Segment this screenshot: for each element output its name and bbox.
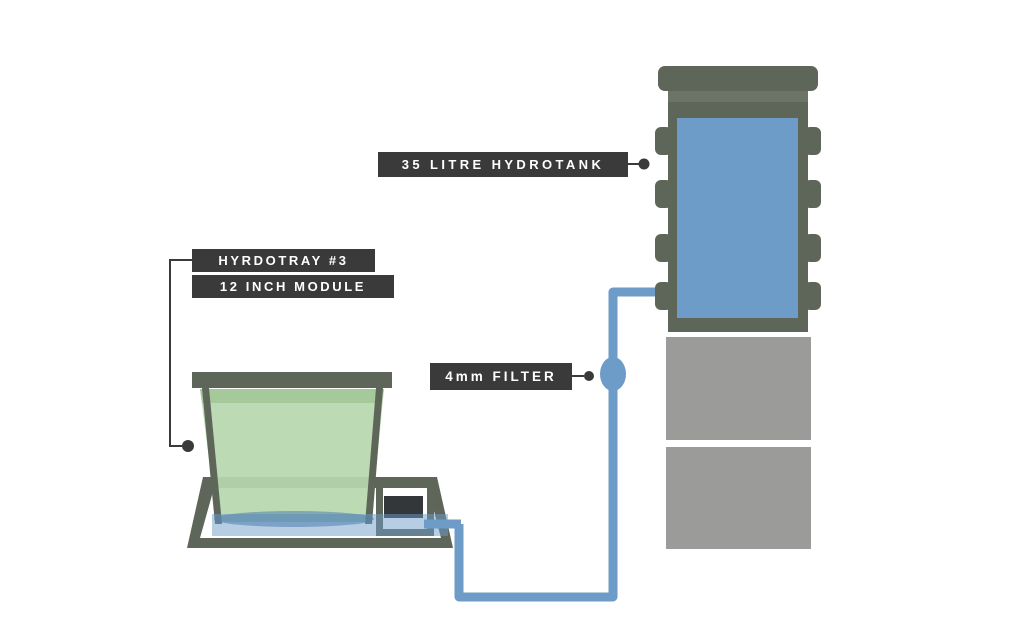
hydrotank-label: 35 LITRE HYDROTANK <box>378 152 628 177</box>
hydrotank <box>655 66 821 332</box>
filter-leader-dot <box>584 371 594 381</box>
tank-side-tab <box>804 234 821 262</box>
tank-side-tab <box>655 180 672 208</box>
tank-side-tab <box>804 180 821 208</box>
tray-side-rail-left <box>202 388 222 524</box>
hydrotray <box>187 372 461 548</box>
stand-box-bottom <box>666 447 811 549</box>
water-tube <box>454 287 658 602</box>
hydrotray-leader-dot <box>182 440 194 452</box>
tray-grow-container <box>200 389 384 522</box>
filter-label: 4mm FILTER <box>430 363 572 390</box>
tray-lid <box>192 372 392 388</box>
hydrotray-label-line2: 12 INCH MODULE <box>192 275 394 298</box>
tank-side-tab <box>655 127 672 155</box>
tank-side-tab <box>804 127 821 155</box>
hydrotank-lid-seam <box>668 90 808 103</box>
tray-grow-container-top-band <box>200 389 384 403</box>
hydrotray-label-line1: HYRDOTRAY #3 <box>192 249 375 272</box>
stand-box-top <box>666 337 811 440</box>
pump-unit <box>384 496 423 518</box>
leader-lines <box>169 158 650 452</box>
hydrotank-lid <box>658 66 818 91</box>
hydrotank-leader-dot <box>638 158 650 170</box>
tank-side-tab <box>655 234 672 262</box>
hydrotank-water-window <box>677 118 798 318</box>
tray-water-surface <box>214 511 374 527</box>
hydrotray-leader-line <box>169 259 192 447</box>
tank-side-tab <box>804 282 821 310</box>
tray-side-rail-right <box>365 388 383 524</box>
filter-bulb <box>600 357 626 391</box>
tank-side-tab <box>655 282 672 310</box>
